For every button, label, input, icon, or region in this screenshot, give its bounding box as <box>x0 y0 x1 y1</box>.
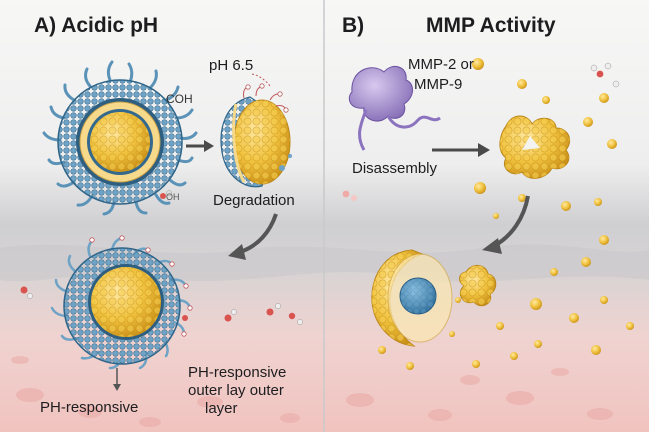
panel-b-letter: B) <box>342 14 365 37</box>
oh-label: OH <box>166 192 180 202</box>
mmp-enzyme <box>348 65 441 151</box>
nanoparticle-modified <box>50 235 193 370</box>
small-cluster <box>459 265 497 307</box>
oh-molecule <box>160 190 172 199</box>
mmp-label-1: MMP-2 or <box>408 56 474 73</box>
arrow-small-down <box>113 368 121 391</box>
opened-particle <box>371 249 453 347</box>
outer-layer-label-1: PH-responsive <box>188 364 287 381</box>
ph-indicator-line <box>251 73 271 87</box>
ph-label: pH 6.5 <box>209 57 254 74</box>
disassembled-fragment <box>499 115 571 179</box>
tissue-cells <box>11 356 613 427</box>
arrow-to-degradation <box>186 140 214 152</box>
arrow-down-curved <box>228 213 278 260</box>
outer-layer-label-3: layer <box>205 400 238 417</box>
coh-label: COH <box>166 92 193 106</box>
arrow-down-b <box>482 195 530 254</box>
released-particles <box>378 58 634 370</box>
disassembly-label: Disassembly <box>352 160 438 177</box>
degradation-label: Degradation <box>213 192 295 209</box>
nanoparticle-degrading <box>220 83 292 188</box>
arrow-to-disassembly <box>432 143 490 157</box>
ph-responsive-label: PH-responsive <box>40 399 139 416</box>
molecules-b <box>342 62 620 201</box>
mmp-label-2: MMP-9 <box>414 76 463 93</box>
molecules-a <box>20 286 303 325</box>
nanoparticle-intact <box>42 60 198 216</box>
panel-b-title: MMP Activity <box>426 14 556 37</box>
panel-a-title: A) Acidic pH <box>34 14 159 37</box>
outer-layer-label-2: outer lay outer <box>188 382 284 399</box>
